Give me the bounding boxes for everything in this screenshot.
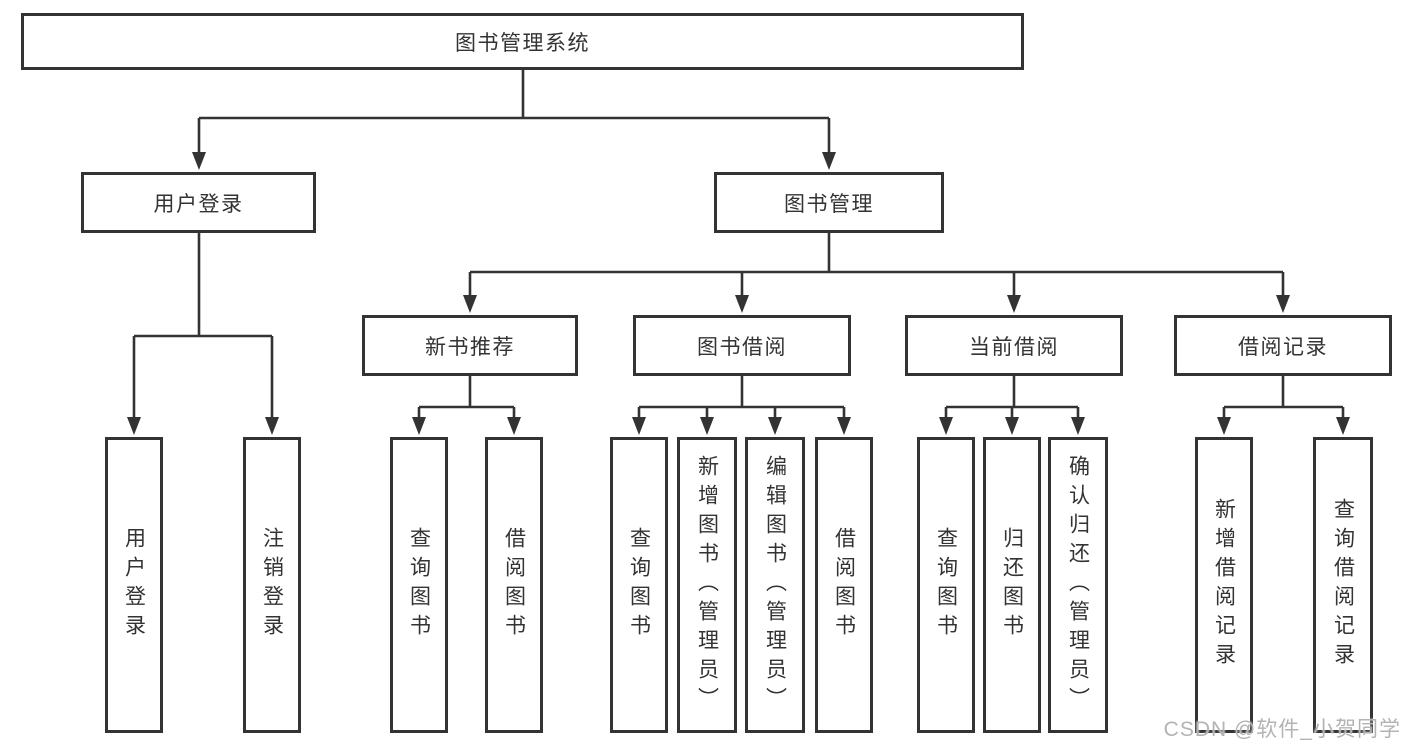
node-user-login: 用户登录 — [81, 172, 316, 233]
node-label: 图书管理系统 — [455, 31, 590, 55]
node-label: 查询图书 — [407, 527, 431, 643]
leaf-edit-books-admin: 编辑图书（管理员） — [745, 437, 805, 733]
node-new-book-recommend: 新书推荐 — [362, 315, 578, 376]
node-borrowing-records: 借阅记录 — [1174, 315, 1392, 376]
node-label: 归还图书 — [1000, 527, 1024, 643]
node-label: 新增借阅记录 — [1212, 498, 1236, 672]
node-label: 借阅记录 — [1238, 335, 1328, 359]
leaf-borrow-books-recommend: 借阅图书 — [485, 437, 543, 733]
node-book-borrowing: 图书借阅 — [633, 315, 851, 376]
node-label: 图书借阅 — [697, 335, 787, 359]
node-label: 图书管理 — [784, 192, 874, 216]
leaf-query-books-current: 查询图书 — [917, 437, 975, 733]
node-label: 查询图书 — [627, 527, 651, 643]
node-label: 用户登录 — [153, 192, 244, 216]
leaf-query-borrow-record: 查询借阅记录 — [1313, 437, 1373, 733]
leaf-return-books: 归还图书 — [983, 437, 1041, 733]
leaf-query-books-recommend: 查询图书 — [390, 437, 448, 733]
node-label: 确认归还（管理员） — [1066, 454, 1090, 716]
node-label: 借阅图书 — [832, 527, 856, 643]
leaf-borrow-books: 借阅图书 — [815, 437, 873, 733]
node-label: 新书推荐 — [425, 335, 515, 359]
node-label: 用户登录 — [122, 527, 146, 643]
node-label: 编辑图书（管理员） — [763, 454, 787, 716]
leaf-user-login: 用户登录 — [105, 437, 163, 733]
leaf-query-books-borrowing: 查询图书 — [610, 437, 668, 733]
csdn-watermark: CSDN @软件_小贺同学 — [1163, 718, 1401, 741]
node-label: 借阅图书 — [502, 527, 526, 643]
node-label: 当前借阅 — [969, 335, 1059, 359]
node-library-management-system: 图书管理系统 — [21, 13, 1024, 70]
node-label: 查询借阅记录 — [1331, 498, 1355, 672]
leaf-logout: 注销登录 — [243, 437, 301, 733]
leaf-add-borrow-record: 新增借阅记录 — [1195, 437, 1253, 733]
node-label: 新增图书（管理员） — [695, 454, 719, 716]
node-book-management: 图书管理 — [714, 172, 944, 233]
node-label: 查询图书 — [934, 527, 958, 643]
leaf-confirm-return-admin: 确认归还（管理员） — [1048, 437, 1108, 733]
node-label: 注销登录 — [260, 527, 284, 643]
leaf-add-books-admin: 新增图书（管理员） — [677, 437, 737, 733]
node-current-borrowing: 当前借阅 — [905, 315, 1123, 376]
